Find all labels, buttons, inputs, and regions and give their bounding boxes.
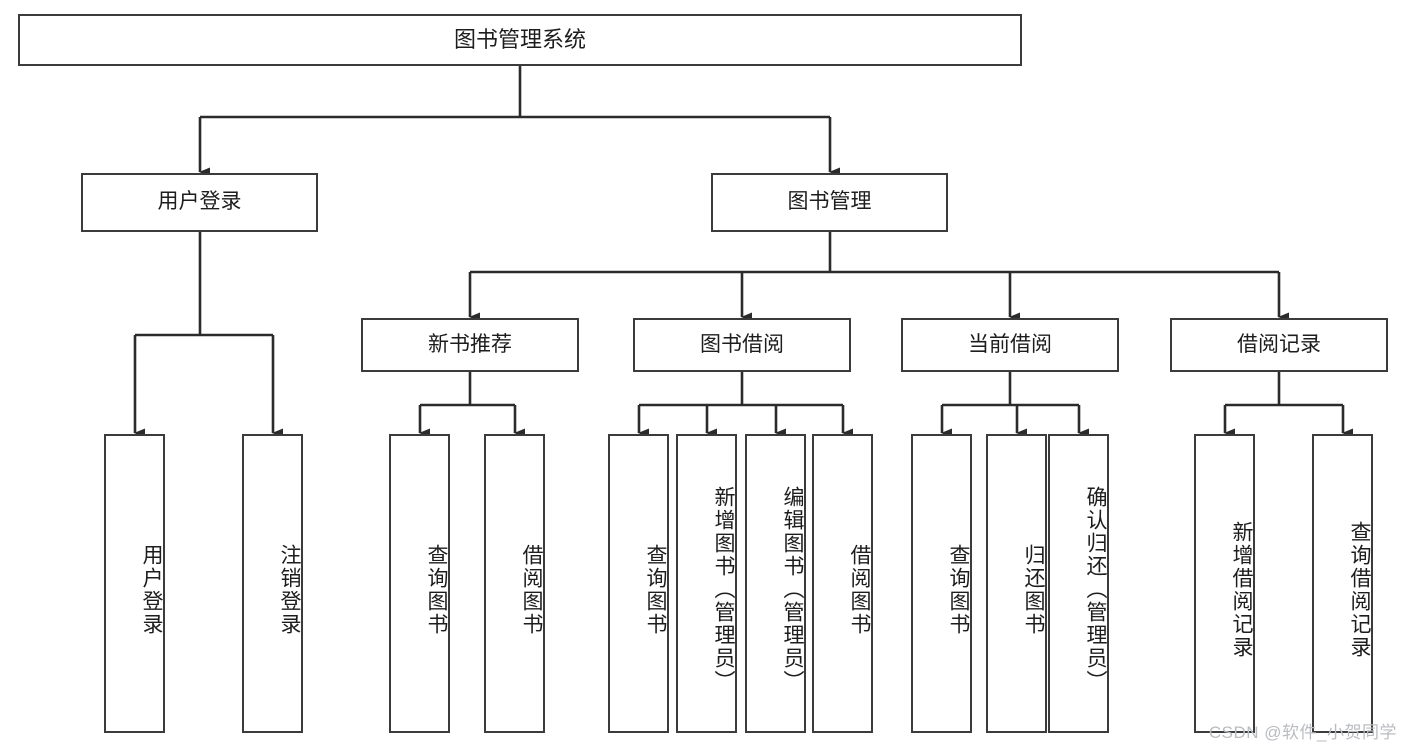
leaf-add-book-admin[interactable]: 新增图书（管理员） [676, 434, 737, 733]
node-label: 查询借阅记录 [1348, 520, 1371, 659]
node-label: 注销登录 [278, 543, 301, 636]
node-label: 确认归还（管理员） [1084, 486, 1107, 693]
node-label: 查询图书 [644, 543, 667, 636]
node-book-management[interactable]: 图书管理 [711, 173, 948, 232]
leaf-user-login[interactable]: 用户登录 [104, 434, 165, 733]
leaf-add-borrow-record[interactable]: 新增借阅记录 [1194, 434, 1255, 733]
node-label: 查询图书 [947, 543, 970, 636]
watermark: CSDN @软件_小贺同学 [1208, 723, 1397, 742]
leaf-user-logout[interactable]: 注销登录 [242, 434, 303, 733]
node-label: 编辑图书（管理员） [781, 486, 804, 693]
node-label: 归还图书 [1022, 543, 1045, 636]
node-label: 新增图书（管理员） [712, 486, 735, 693]
leaf-query-books-borrow[interactable]: 查询图书 [608, 434, 669, 733]
node-borrow-record[interactable]: 借阅记录 [1170, 318, 1388, 372]
leaf-borrow-books-recommend[interactable]: 借阅图书 [484, 434, 545, 733]
leaf-edit-book-admin[interactable]: 编辑图书（管理员） [745, 434, 806, 733]
node-current-borrow[interactable]: 当前借阅 [901, 318, 1119, 372]
node-label: 查询图书 [425, 543, 448, 636]
node-label: 借阅图书 [520, 543, 543, 636]
node-root[interactable]: 图书管理系统 [18, 14, 1022, 66]
node-label: 图书借阅 [700, 332, 784, 356]
node-label: 借阅图书 [848, 543, 871, 636]
node-label: 借阅记录 [1237, 332, 1321, 356]
node-label: 图书管理系统 [453, 27, 586, 53]
node-label: 图书管理 [787, 190, 872, 214]
node-new-book-recommend[interactable]: 新书推荐 [361, 318, 579, 372]
leaf-return-book[interactable]: 归还图书 [986, 434, 1047, 733]
leaf-confirm-return-admin[interactable]: 确认归还（管理员） [1048, 434, 1109, 733]
node-label: 当前借阅 [968, 332, 1052, 356]
node-user-login[interactable]: 用户登录 [81, 173, 318, 232]
node-label: 用户登录 [140, 543, 163, 636]
node-book-borrow[interactable]: 图书借阅 [633, 318, 851, 372]
leaf-borrow-book[interactable]: 借阅图书 [812, 434, 873, 733]
leaf-query-books-recommend[interactable]: 查询图书 [389, 434, 450, 733]
leaf-query-books-current[interactable]: 查询图书 [911, 434, 972, 733]
node-label: 新书推荐 [428, 332, 512, 356]
leaf-query-borrow-record[interactable]: 查询借阅记录 [1312, 434, 1373, 733]
node-label: 用户登录 [157, 190, 242, 214]
node-label: 新增借阅记录 [1230, 520, 1253, 659]
